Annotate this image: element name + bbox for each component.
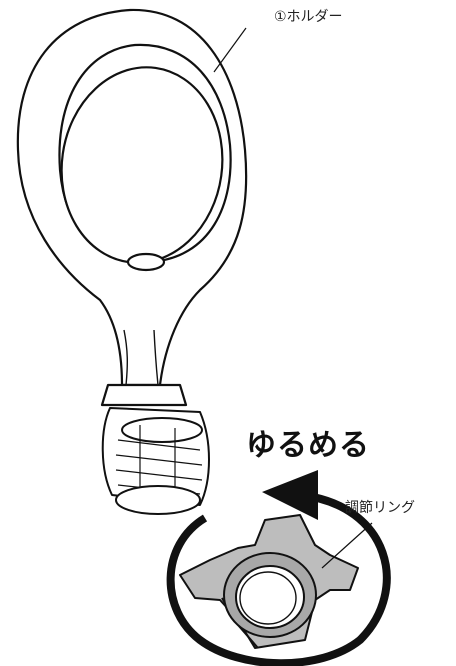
holder-label: ①ホルダー: [274, 9, 343, 25]
adjust-ring-part: [179, 514, 359, 649]
adjust-ring-label: 調節リング: [345, 500, 415, 516]
collet-part: [101, 407, 210, 515]
holder-part: [16, 8, 248, 407]
loosen-instruction: ゆるめる: [246, 428, 370, 463]
rotation-arrow: [166, 491, 391, 666]
holder-leader-line: [213, 27, 247, 73]
ring-leader-line: [321, 522, 373, 569]
arrow-head-icon: [262, 470, 318, 520]
